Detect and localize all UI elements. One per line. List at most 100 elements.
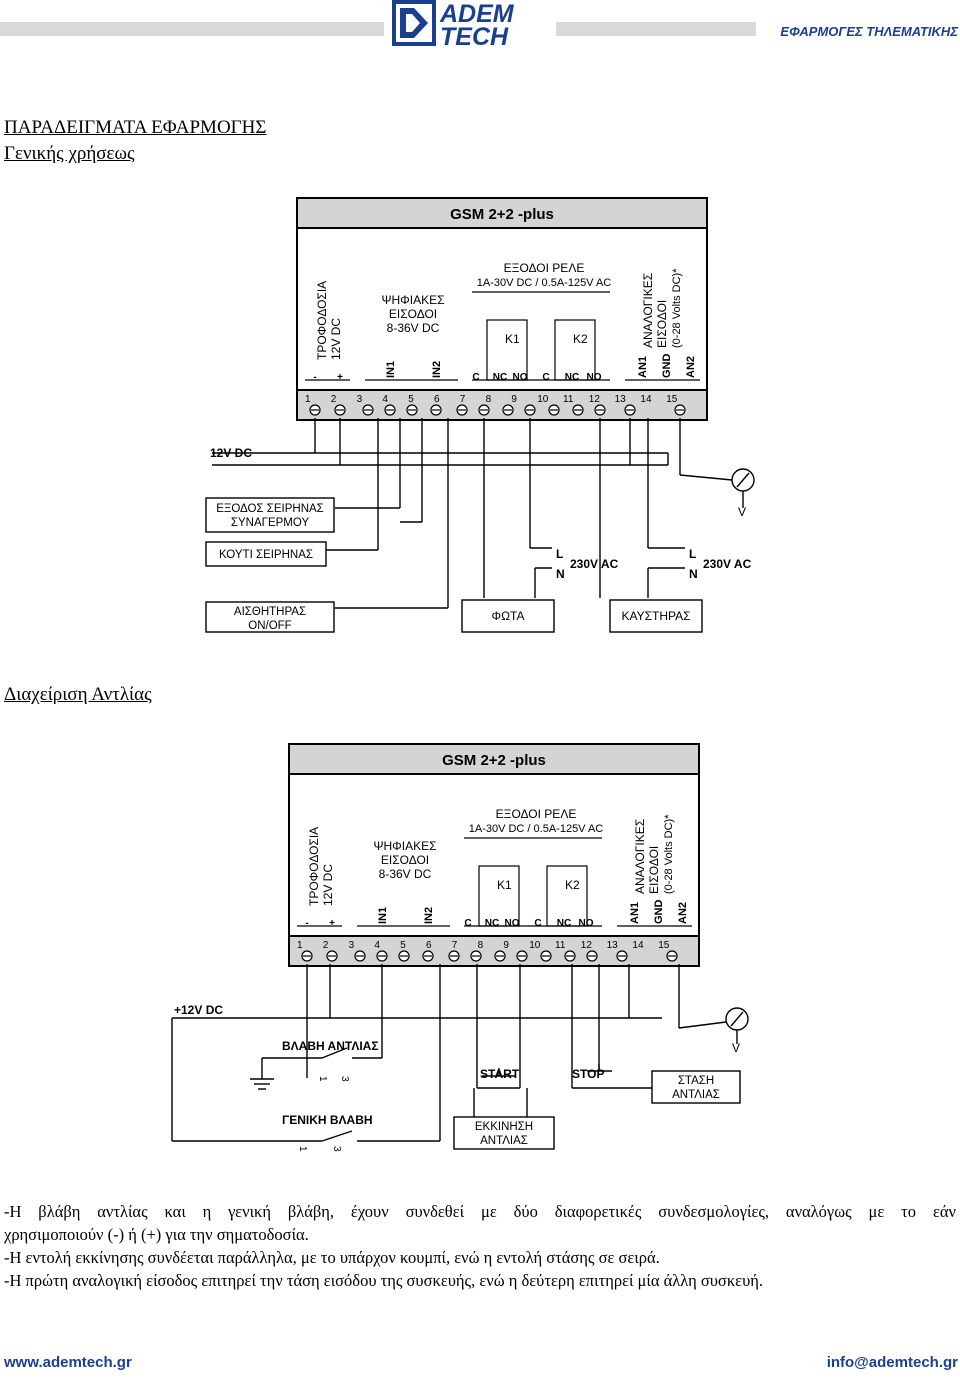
- pin-number: 4: [374, 940, 380, 951]
- pin-number: 14: [640, 394, 652, 405]
- siren-box: ΚΟΥΤΙ ΣΕΙΡΗΝΑΣ: [205, 541, 327, 567]
- pin-label: IN1: [385, 361, 397, 378]
- svg-text:ΚΑΥΣΤΗΡΑΣ: ΚΑΥΣΤΗΡΑΣ: [621, 609, 690, 623]
- relay-k1: K1: [505, 332, 520, 346]
- ac2-label: 230V AC: [703, 557, 752, 571]
- stop-label: STOP: [572, 1067, 604, 1081]
- section2-title: Διαχείριση Αντλίας: [4, 684, 152, 705]
- header-bar-left: [0, 22, 384, 36]
- analog-label-1: ΑΝΑΛΟΓΙΚΕΣ: [641, 273, 655, 348]
- pump-switch-pin1: 1: [317, 1076, 328, 1082]
- pin-label: +: [329, 918, 335, 929]
- pin-number: 12: [589, 394, 601, 405]
- power-voltage: 12V DC: [321, 864, 335, 906]
- pin-label: NC: [565, 372, 579, 383]
- pin-number: 11: [555, 940, 566, 951]
- relay-k2: K2: [573, 332, 588, 346]
- pump-fault-label: ΒΛΑΒΗ ΑΝΤΛΙΑΣ: [282, 1039, 379, 1053]
- pin-label: AN2: [677, 902, 689, 924]
- pin-number: 3: [357, 394, 363, 405]
- pin-number: 13: [615, 394, 627, 405]
- ademtech-logo: ADEM TECH: [392, 0, 515, 51]
- sensor-box: ΑΙΣΘΗΤΗΡΑΣ ON/OFF: [205, 601, 335, 633]
- relay-label-1: ΕΞΟΔΟΙ ΡΕΛΕ: [496, 807, 577, 821]
- general-fault-label: ΓΕΝΙΚΗ ΒΛΑΒΗ: [282, 1113, 373, 1127]
- pin-label: NC: [493, 372, 507, 383]
- paragraph-1-cont: χρησιμοποιούν (-) ή (+) για την σηματοδο…: [4, 1225, 309, 1244]
- power-label: ΤΡΟΦΟΔΟΣΙΑ: [307, 827, 321, 906]
- pin-label: NO: [505, 918, 520, 929]
- svg-text:ΕΚΚΙΝΗΣΗ: ΕΚΚΙΝΗΣΗ: [475, 1121, 533, 1133]
- section-subtitle: Γενικής χρήσεως: [4, 143, 135, 164]
- device-title: GSM 2+2 -plus: [450, 206, 554, 223]
- svg-text:ΣΥΝΑΓΕΡΜΟΥ: ΣΥΝΑΓΕΡΜΟΥ: [231, 517, 310, 529]
- analog-label-2: ΕΙΣΟΔΟΙ: [647, 846, 661, 894]
- general-switch-pin3: 3: [331, 1146, 342, 1152]
- relay-k2: K2: [565, 878, 580, 892]
- pin-label: AN1: [637, 356, 649, 378]
- start-pump-box: ΕΚΚΙΝΗΣΗ ΑΝΤΛΙΑΣ: [453, 1116, 555, 1150]
- pin-label: AN1: [629, 902, 641, 924]
- pin-number: 15: [666, 394, 678, 405]
- analog-label-3: (0-28 Volts DC)*: [663, 814, 675, 894]
- general-switch-pin1: 1: [297, 1146, 308, 1152]
- logo-text-bottom: TECH: [440, 23, 509, 51]
- svg-text:ON/OFF: ON/OFF: [248, 620, 291, 632]
- pin-number: 5: [408, 394, 414, 405]
- pin-number: 9: [503, 940, 509, 951]
- pin-label: NC: [485, 918, 499, 929]
- pin-number: 12: [581, 940, 593, 951]
- pin-number: 6: [426, 940, 432, 951]
- power-voltage: 12V DC: [329, 318, 343, 360]
- pin-label: GND: [661, 354, 673, 379]
- pin-number: 3: [349, 940, 355, 951]
- logo-text-top: ADEM: [439, 0, 515, 28]
- pin-number: 6: [434, 394, 440, 405]
- pin-number: 8: [486, 394, 492, 405]
- lights-box: ΦΩΤΑ: [461, 599, 555, 633]
- pin-number: 11: [563, 394, 574, 405]
- ac1-l: L: [556, 547, 563, 561]
- relay-label-2: 1A-30V DC / 0.5A-125V AC: [469, 823, 604, 835]
- svg-text:ΕΞΟΔΟΣ ΣΕΙΡΗΝΑΣ: ΕΞΟΔΟΣ ΣΕΙΡΗΝΑΣ: [216, 503, 324, 515]
- svg-text:ΑΝΤΛΙΑΣ: ΑΝΤΛΙΑΣ: [672, 1089, 720, 1101]
- pin-label: NC: [557, 918, 571, 929]
- ac1-n: N: [556, 567, 565, 581]
- relay-label-2: 1A-30V DC / 0.5A-125V AC: [477, 277, 612, 289]
- digital-label-3: 8-36V DC: [387, 321, 440, 335]
- header-bar-right: [556, 22, 756, 36]
- pin-number: 9: [511, 394, 517, 405]
- pump-switch-pin3: 3: [339, 1076, 350, 1082]
- pin-label: C: [464, 918, 471, 929]
- pin-number: 2: [323, 940, 329, 951]
- ac2-n: N: [689, 567, 698, 581]
- supply-label: 12V DC: [210, 446, 252, 460]
- pin-number: 5: [400, 940, 406, 951]
- relay-label-1: ΕΞΟΔΟΙ ΡΕΛΕ: [504, 261, 585, 275]
- pin-label: NO: [587, 372, 602, 383]
- pin-number: 7: [452, 940, 458, 951]
- paragraph-3: -Η πρώτη αναλογική είσοδος επιτηρεί την …: [4, 1271, 763, 1290]
- meter-v-label: V: [738, 505, 746, 519]
- pin-label: -: [305, 918, 308, 929]
- pin-label: IN2: [431, 361, 443, 378]
- svg-text:ΑΝΤΛΙΑΣ: ΑΝΤΛΙΑΣ: [480, 1135, 528, 1147]
- analog-label-2: ΕΙΣΟΔΟΙ: [655, 300, 669, 348]
- footer-email[interactable]: info@ademtech.gr: [826, 1354, 958, 1371]
- svg-text:ΑΙΣΘΗΤΗΡΑΣ: ΑΙΣΘΗΤΗΡΑΣ: [234, 606, 306, 618]
- siren-output-box: ΕΞΟΔΟΣ ΣΕΙΡΗΝΑΣ ΣΥΝΑΓΕΡΜΟΥ: [205, 497, 335, 533]
- paragraph-2: -Η εντολή εκκίνησης συνδέεται παράλληλα,…: [4, 1248, 660, 1267]
- section-title: ΠΑΡΑΔΕΙΓΜΑΤΑ ΕΦΑΡΜΟΓΗΣ: [4, 117, 267, 138]
- meter2-v-label: V: [732, 1041, 740, 1055]
- digital-label-1: ΨΗΦΙΑΚΕΣ: [373, 839, 436, 853]
- pin-number: 4: [382, 394, 388, 405]
- pin-label: IN1: [377, 907, 389, 924]
- digital-label-1: ΨΗΦΙΑΚΕΣ: [381, 293, 444, 307]
- start-label: START: [480, 1067, 520, 1081]
- supply2-label: +12V DC: [174, 1003, 223, 1017]
- pin-number: 10: [529, 940, 541, 951]
- footer-website[interactable]: www.ademtech.gr: [4, 1354, 132, 1371]
- pin-number: 8: [478, 940, 484, 951]
